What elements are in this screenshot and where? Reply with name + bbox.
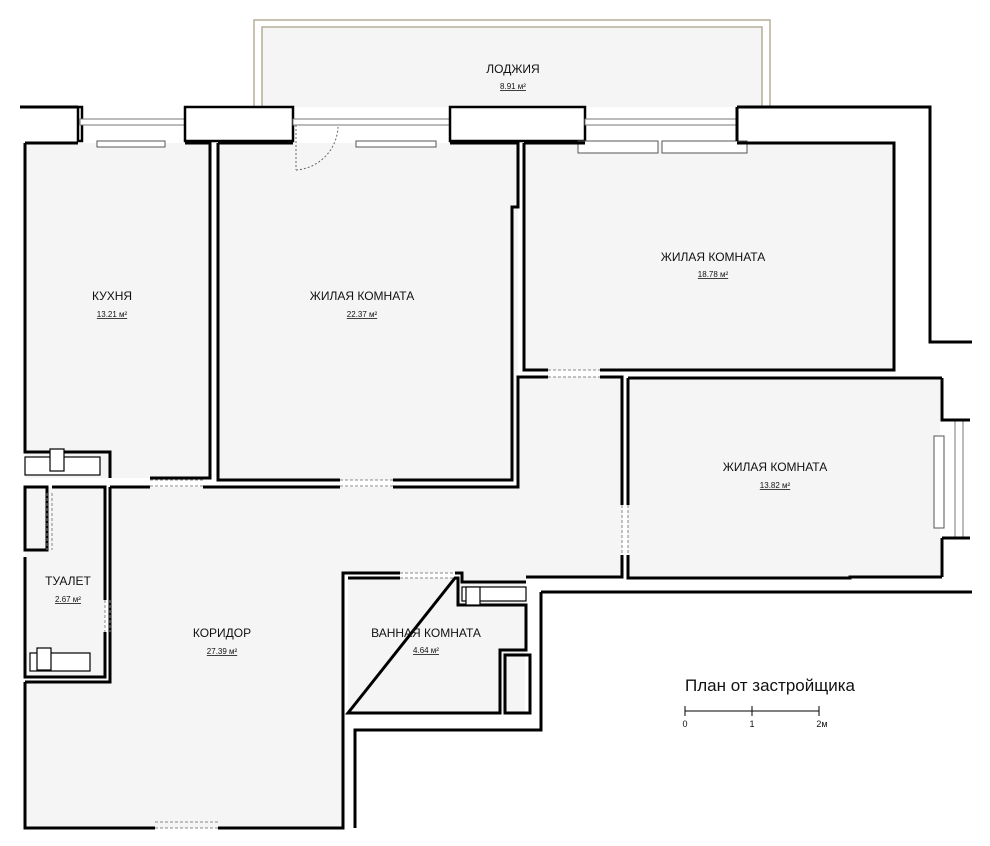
- floor-fills: [25, 27, 940, 828]
- loggia-name: ЛОДЖИЯ: [486, 62, 539, 76]
- living1-area: 22.37 м²: [347, 310, 378, 319]
- kitchen-floor: [25, 143, 210, 478]
- plan-title: План от застройщика: [685, 676, 856, 695]
- interior-walls: [23, 141, 942, 830]
- door-openings: [46, 369, 629, 829]
- kitchen-name: КУХНЯ: [92, 289, 132, 303]
- living1-floor: [218, 143, 518, 480]
- loggia-area: 8.91 м²: [500, 82, 526, 91]
- living2-floor: [524, 142, 894, 370]
- scale-bar: 0 1 2м: [682, 706, 828, 729]
- corridor-name: КОРИДОР: [193, 626, 251, 640]
- scale-tick-0: 0: [682, 719, 687, 729]
- corridor-floor: [25, 377, 622, 828]
- living3-area: 13.82 м²: [760, 481, 791, 490]
- living3-floor: [628, 378, 940, 578]
- bathroom-name: ВАННАЯ КОМНАТА: [371, 626, 481, 640]
- living3-name: ЖИЛАЯ КОМНАТА: [723, 460, 827, 474]
- window-living3: [954, 419, 964, 539]
- loggia-floor: [262, 27, 762, 107]
- kitchen-area: 13.21 м²: [97, 310, 128, 319]
- door-swing: [295, 125, 339, 171]
- corridor-area: 27.39 м²: [207, 647, 238, 656]
- living2-name: ЖИЛАЯ КОМНАТА: [661, 250, 765, 264]
- window-kitchen: [79, 118, 186, 126]
- legend: План от застройщика 0 1 2м: [682, 676, 855, 729]
- scale-tick-2: 2м: [816, 719, 827, 729]
- window-living1: [292, 118, 451, 126]
- loggia-frame: [253, 19, 771, 107]
- living2-area: 18.78 м²: [698, 270, 729, 279]
- living1-name: ЖИЛАЯ КОМНАТА: [310, 289, 414, 303]
- room-labels: ЛОДЖИЯ 8.91 м² КУХНЯ 13.21 м² ЖИЛАЯ КОМН…: [45, 62, 827, 656]
- toilet-name: ТУАЛЕТ: [45, 574, 91, 588]
- window-living2: [584, 118, 738, 126]
- scale-tick-1: 1: [749, 719, 754, 729]
- bathroom-area: 4.64 м²: [413, 646, 439, 655]
- exterior-walls: [20, 105, 972, 828]
- toilet-area: 2.67 м²: [55, 595, 81, 604]
- toilet-floor: [25, 487, 105, 677]
